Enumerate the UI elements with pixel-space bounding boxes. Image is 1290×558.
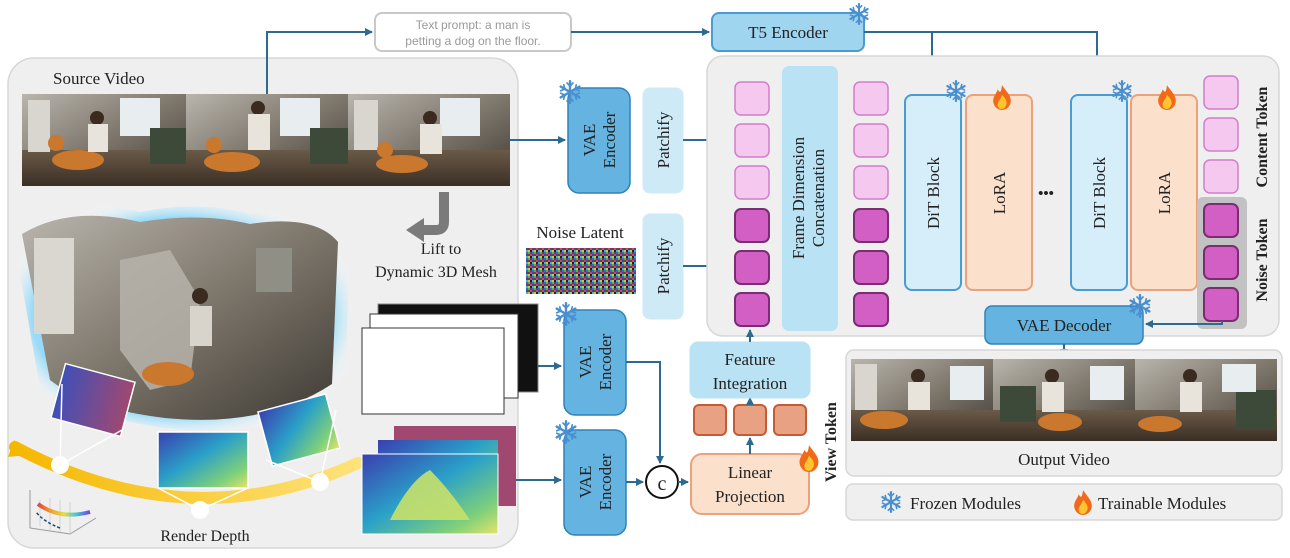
ellipsis: •••	[1038, 185, 1054, 202]
token-column-input	[734, 81, 770, 327]
source-video-frames	[22, 94, 510, 186]
legend	[845, 483, 1283, 521]
lift-label-line2: Dynamic 3D Mesh	[375, 264, 497, 281]
lora-2-label: LoRA	[1155, 171, 1174, 214]
noise-latent-image	[526, 248, 636, 294]
content-token	[853, 81, 889, 116]
legend-frozen-label: Frozen Modules	[910, 494, 1021, 513]
mask-frame-stack	[361, 303, 539, 415]
noise-token	[1203, 245, 1239, 280]
noise-token	[734, 292, 770, 327]
dit-block-1-label: DiT Block	[924, 157, 943, 229]
patchify-source-label: Patchify	[654, 111, 673, 168]
source-to-prompt-arrow	[266, 28, 373, 94]
concat-symbol-label: c	[658, 473, 667, 495]
axes-icon	[29, 490, 97, 535]
view-token	[773, 404, 807, 436]
camera-frustum	[50, 362, 136, 474]
view-token	[733, 404, 767, 436]
view-token-label: View Token	[823, 402, 840, 482]
frame-concat-box	[782, 66, 838, 331]
lora-1-label: LoRA	[990, 171, 1009, 214]
vae-encoder-source-label-bottom: Encoder	[600, 111, 619, 168]
token-column-concat	[853, 81, 889, 327]
lift-label-line1: Lift to	[421, 241, 461, 258]
flame-icon	[799, 445, 819, 472]
vae-encoder-depth-label-top: VAE	[576, 466, 595, 499]
noise-latent-label: Noise Latent	[536, 223, 624, 242]
mask-vae-to-concat-arrow	[626, 361, 664, 464]
noise-token	[1203, 287, 1239, 322]
video-frame	[1135, 359, 1277, 441]
noise-token	[853, 208, 889, 243]
vae-encoder-mask-label-top: VAE	[576, 346, 595, 379]
legend-trainable-label: Trainable Modules	[1098, 494, 1226, 513]
dit-block-1	[904, 94, 962, 291]
camera-frustum	[257, 392, 341, 491]
render-depth-label: Render Depth	[160, 528, 249, 545]
output-video-frames	[851, 359, 1277, 441]
video-frame	[348, 94, 510, 186]
frame-concat-label-line1: Frame Dimension	[789, 136, 808, 259]
content-token	[734, 165, 770, 200]
content-token	[853, 165, 889, 200]
noise-token	[734, 250, 770, 285]
noise-token	[853, 250, 889, 285]
vae-encoder-source-label-top: VAE	[580, 124, 599, 157]
feature-integration-label-line2: Integration	[713, 374, 788, 393]
noise-token	[734, 208, 770, 243]
source-video-label: Source Video	[53, 69, 145, 88]
camera-frustum	[157, 431, 249, 519]
tokens-to-decoder-arrow	[1145, 320, 1223, 328]
video-frame	[993, 359, 1135, 441]
feature-integration-label-line1: Feature	[725, 350, 776, 369]
lift-arrow-head	[406, 218, 424, 242]
view-token-row	[693, 404, 807, 436]
text-prompt-line1: Text prompt: a man is	[416, 18, 531, 32]
vae-decoder-label: VAE Decoder	[1017, 316, 1112, 335]
linear-projection-label-line1: Linear	[728, 463, 773, 482]
vae-encoder-mask	[563, 309, 627, 416]
content-token	[1203, 75, 1239, 110]
content-token	[734, 81, 770, 116]
noise-token-label: Noise Token	[1254, 218, 1271, 301]
video-frame	[186, 94, 348, 186]
video-frame	[851, 359, 993, 441]
dit-block-2	[1070, 94, 1128, 291]
content-token	[1203, 159, 1239, 194]
content-token	[1203, 117, 1239, 152]
text-prompt-line2: petting a dog on the floor.	[405, 34, 540, 48]
dit-block-2-label: DiT Block	[1090, 157, 1109, 229]
camera-trajectory-head	[8, 440, 28, 457]
view-token	[693, 404, 727, 436]
linear-projection-label-line2: Projection	[715, 487, 785, 506]
lift-arrow	[420, 192, 449, 235]
content-token	[853, 123, 889, 158]
frame-concat-label-line2: Concatenation	[809, 148, 828, 247]
output-video-label: Output Video	[1018, 450, 1110, 469]
noise-token	[1203, 203, 1239, 238]
video-frame	[22, 94, 186, 186]
vae-encoder-depth	[563, 429, 627, 536]
depth-frame-stack	[361, 426, 516, 535]
token-column-output	[1203, 75, 1239, 322]
vae-encoder-depth-label-bottom: Encoder	[596, 453, 615, 510]
vae-encoder-mask-label-bottom: Encoder	[596, 333, 615, 390]
t5-encoder-label: T5 Encoder	[748, 23, 828, 42]
noise-token	[853, 292, 889, 327]
content-token-label: Content Token	[1254, 86, 1271, 187]
content-token	[734, 123, 770, 158]
patchify-noise-label: Patchify	[654, 237, 673, 294]
vae-encoder-source	[567, 87, 631, 194]
